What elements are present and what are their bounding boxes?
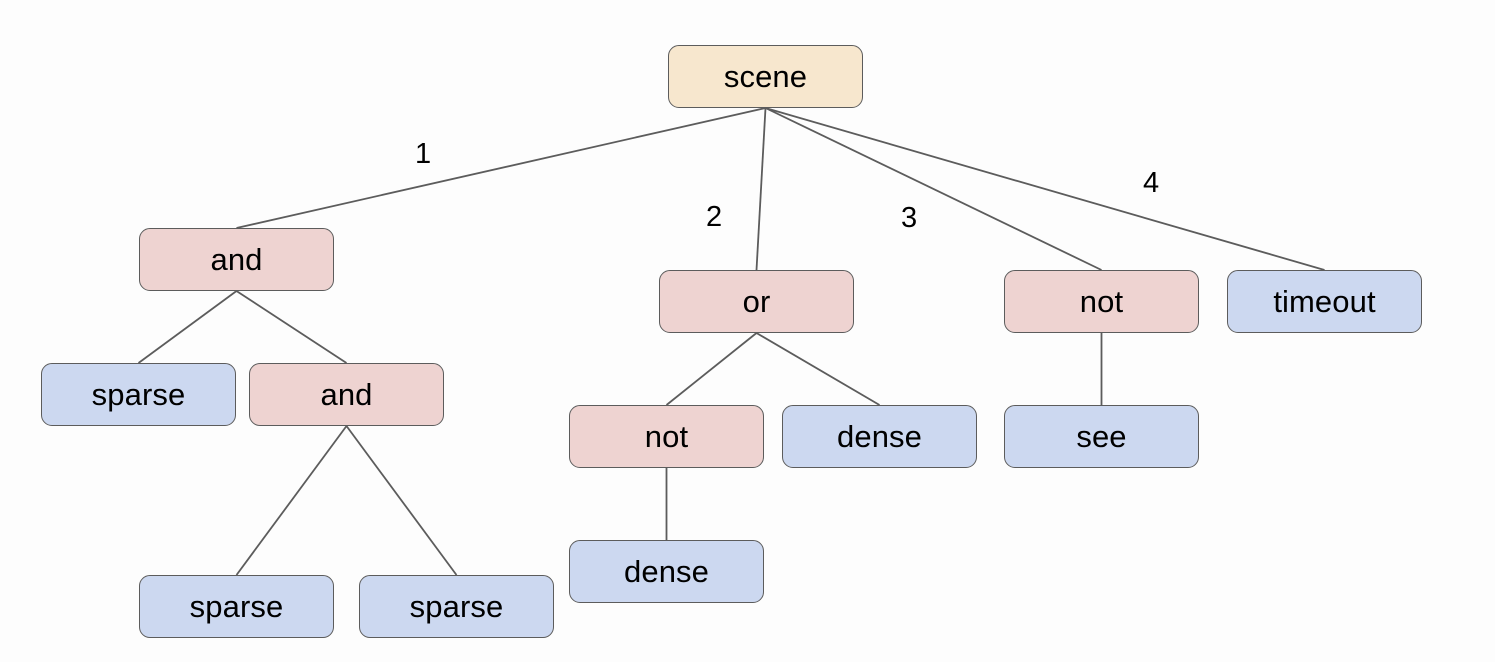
tree-node-dense1[interactable]: dense [782,405,977,468]
edge-label-scene-or1: 2 [706,201,723,233]
tree-node-sparse2[interactable]: sparse [139,575,334,638]
tree-node-timeout1[interactable]: timeout [1227,270,1422,333]
tree-node-label: dense [624,554,709,589]
tree-edge-or1-not2 [665,332,758,406]
tree-node-sparse3[interactable]: sparse [359,575,554,638]
tree-node-scene[interactable]: scene [668,45,863,108]
edge-label-scene-timeout1: 4 [1143,167,1160,199]
tree-node-label: not [1079,284,1124,319]
tree-node-not1[interactable]: not [1004,270,1199,333]
tree-node-and1[interactable]: and [139,228,334,291]
tree-edge-and2-sparse3 [345,425,458,576]
tree-edge-scene-or1 [755,107,767,271]
tree-node-and2[interactable]: and [249,363,444,426]
tree-edge-and2-sparse2 [235,425,348,576]
tree-node-label: scene [723,59,808,94]
tree-node-see1[interactable]: see [1004,405,1199,468]
tree-edge-and1-and2 [236,290,347,364]
tree-node-not2[interactable]: not [569,405,764,468]
tree-edge-scene-not1 [765,107,1102,271]
edge-label-scene-and1: 1 [415,138,432,170]
tree-edge-and1-sparse1 [137,290,238,364]
tree-node-label: and [320,377,373,412]
tree-node-label: see [1076,419,1127,454]
tree-node-label: or [742,284,771,319]
tree-node-label: timeout [1273,284,1376,319]
tree-node-dense2[interactable]: dense [569,540,764,603]
tree-node-label: sparse [189,589,284,624]
tree-node-or1[interactable]: or [659,270,854,333]
tree-node-label: and [210,242,263,277]
tree-edge-scene-timeout1 [765,107,1325,271]
tree-edge-scene-and1 [236,107,766,229]
tree-node-label: not [644,419,689,454]
tree-node-label: sparse [91,377,186,412]
tree-node-label: sparse [409,589,504,624]
edge-label-scene-not1: 3 [901,202,918,234]
tree-node-sparse1[interactable]: sparse [41,363,236,426]
tree-edge-or1-dense1 [756,332,880,406]
tree-node-label: dense [837,419,922,454]
